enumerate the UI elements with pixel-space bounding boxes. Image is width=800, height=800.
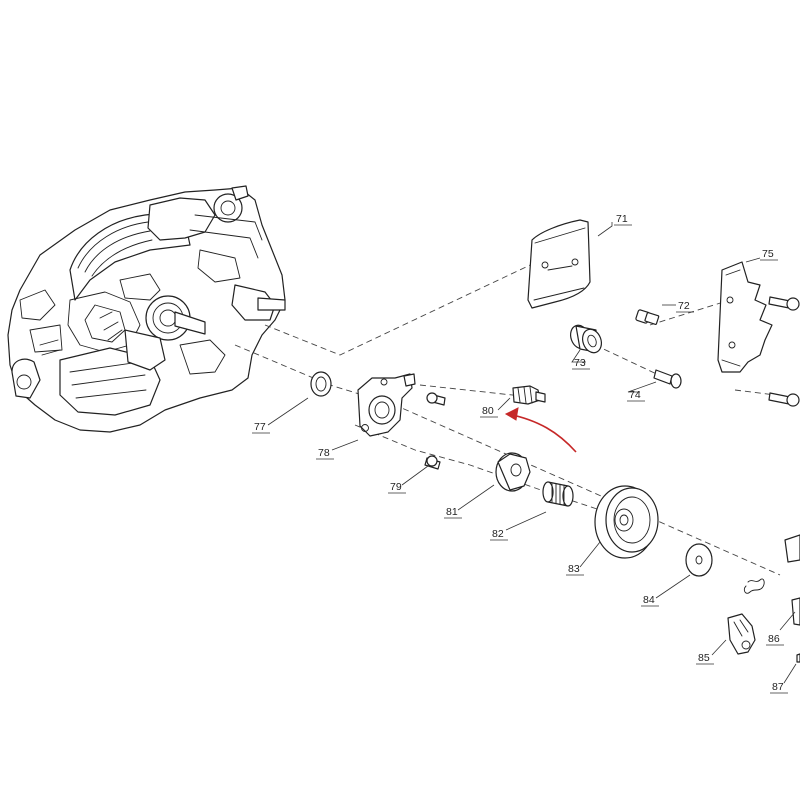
svg-text:87: 87 [772,681,784,693]
part-74-bolt [653,369,682,389]
part-72-bolt [635,309,660,325]
part-79-screw [424,455,441,470]
svg-text:71: 71 [616,213,628,225]
callout-75: 75 [760,248,778,261]
part-71-guide-plate [527,219,591,309]
svg-text:73: 73 [574,357,586,369]
leader-lines [267,222,797,684]
callout-82: 82 [490,528,508,541]
part-78-oil-pump [357,373,416,437]
svg-text:72: 72 [678,300,690,312]
callout-78: 78 [316,447,334,460]
callout-85: 85 [696,652,714,665]
part-81-washer [495,452,531,492]
engine-crankcase [7,185,286,433]
svg-text:85: 85 [698,652,710,664]
svg-text:77: 77 [254,421,266,433]
part-83-clutch-drum [594,485,659,559]
callout-86: 86 [766,633,784,646]
part-84-washer [685,543,713,577]
callout-labels: 71 72 73 74 75 77 78 79 [252,213,788,694]
callout-87: 87 [770,681,788,694]
callout-74: 74 [627,389,645,402]
part-82-needle-bearing [542,481,574,507]
part-85-clutch-shoe [727,613,756,655]
svg-text:75: 75 [762,248,774,260]
svg-text:81: 81 [446,506,458,518]
callout-79: 79 [388,481,406,494]
part-77-washer [310,371,332,397]
svg-text:80: 80 [482,405,494,417]
callout-77: 77 [252,421,270,434]
part-spring [743,578,765,594]
svg-text:82: 82 [492,528,504,540]
part-80-fitting [512,385,546,405]
highlight-arrow [504,407,577,453]
svg-text:86: 86 [768,633,780,645]
svg-text:78: 78 [318,447,330,459]
part-75-bumper-spike [717,261,800,407]
bolt-78-upper [426,392,446,406]
svg-text:83: 83 [568,563,580,575]
callout-84: 84 [641,594,659,607]
callout-81: 81 [444,506,462,519]
assembly-lines [234,257,781,576]
callout-71: 71 [614,213,632,226]
part-73-bushing [569,324,603,354]
callout-73: 73 [572,357,590,370]
svg-text:79: 79 [390,481,402,493]
callout-83: 83 [566,563,584,576]
callout-80: 80 [480,405,498,418]
svg-text:74: 74 [629,389,641,401]
svg-text:84: 84 [643,594,655,606]
callout-72: 72 [676,300,694,313]
part-86-clutch-hub [784,534,800,626]
part-87 [796,653,800,663]
